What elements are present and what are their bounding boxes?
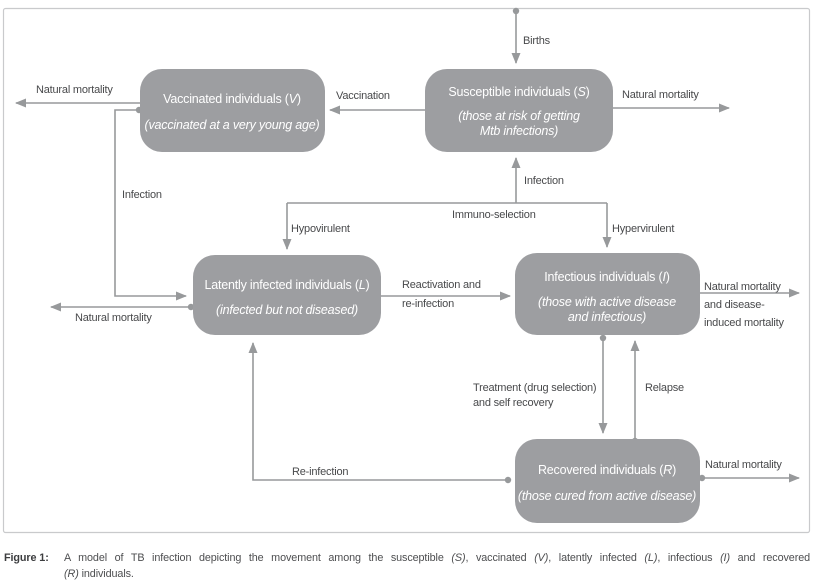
treatment-label-2: and self recovery — [473, 397, 554, 409]
caption-text-part: (R) — [64, 567, 79, 580]
l-natural-mortality-label: Natural mortality — [75, 312, 152, 324]
caption-text-part: (V) — [534, 552, 549, 564]
box-susceptible-subtitle-2: Mtb infections) — [480, 124, 558, 138]
treatment-origin-dot — [599, 334, 607, 342]
box-latent: Latently infected individuals (L) (infec… — [193, 255, 381, 335]
i-mortality-label-2: and disease- — [704, 299, 765, 311]
births-origin-dot — [512, 7, 520, 15]
figure-caption-text: A model of TB infection depicting the mo… — [64, 551, 810, 582]
box-susceptible-subtitle-1: (those at risk of getting — [458, 109, 580, 123]
caption-text-part: (L) — [644, 552, 658, 564]
i-mortality-label-3: induced mortality — [704, 317, 784, 329]
caption-text-part: (S) — [451, 552, 466, 564]
i-mortality-label-1: Natural mortality — [704, 281, 781, 293]
diagram-frame — [2, 7, 811, 534]
box-susceptible: Susceptible individuals (S) (those at ri… — [425, 69, 613, 152]
box-susceptible-shape — [425, 69, 613, 152]
figure-caption-number: Figure 1: — [4, 552, 49, 564]
hypervirulent-label: Hypervirulent — [612, 223, 674, 235]
r-natural-mortality-label: Natural mortality — [705, 459, 782, 471]
births-label: Births — [523, 35, 551, 47]
caption-text-part: (I) — [720, 552, 730, 564]
s-infection-label: Infection — [524, 175, 564, 187]
reactivation-label-1: Reactivation and — [402, 279, 481, 291]
v-natural-mortality-label: Natural mortality — [36, 84, 113, 96]
caption-text-part: A model of TB infection depicting the mo… — [64, 552, 452, 564]
box-latent-title: Latently infected individuals (L) — [204, 278, 369, 292]
box-latent-shape — [193, 255, 381, 335]
box-vaccinated: Vaccinated individuals (V) (vaccinated a… — [140, 69, 325, 152]
box-recovered: Recovered individuals (R) (those cured f… — [515, 439, 700, 523]
vaccination-label: Vaccination — [336, 90, 390, 102]
box-infectious-shape — [515, 253, 700, 335]
relapse-label: Relapse — [645, 382, 684, 394]
caption-text-part: individuals. — [78, 567, 134, 580]
caption-text-part: , infectious — [657, 552, 721, 564]
r-natural-mortality-origin-dot — [698, 474, 706, 482]
box-infectious-subtitle-1: (those with active disease — [538, 295, 676, 309]
re-infection-label: Re-infection — [292, 466, 348, 478]
re-infection-origin-dot — [504, 476, 512, 484]
immuno-selection-label: Immuno-selection — [452, 209, 536, 221]
box-vaccinated-shape — [140, 69, 325, 152]
re-infection-arrow — [248, 342, 506, 481]
flow-diagram: Vaccinated individuals (V) (vaccinated a… — [2, 7, 811, 534]
caption-text-part: , vaccinated — [465, 552, 535, 564]
box-latent-subtitle: (infected but not diseased) — [216, 303, 358, 317]
v-infection-label: Infection — [122, 189, 162, 201]
box-infectious-title: Infectious individuals (I) — [544, 270, 669, 284]
figure-caption-line2: (R) individuals. — [64, 567, 810, 583]
box-vaccinated-title: Vaccinated individuals (V) — [163, 92, 301, 106]
box-recovered-subtitle: (those cured from active disease) — [518, 489, 696, 503]
reactivation-label-2: re-infection — [402, 298, 454, 310]
figure-caption: Figure 1: A model of TB infection depict… — [4, 551, 812, 582]
hypovirulent-label: Hypovirulent — [291, 223, 350, 235]
box-vaccinated-subtitle: (vaccinated at a very young age) — [145, 118, 320, 132]
box-infectious: Infectious individuals (I) (those with a… — [515, 253, 700, 335]
caption-text-part: , latently infected — [548, 552, 645, 564]
s-natural-mortality-label: Natural mortality — [622, 89, 699, 101]
box-recovered-title: Recovered individuals (R) — [538, 463, 676, 477]
v-infection-arrow — [114, 109, 187, 301]
caption-text-part: and recovered — [729, 552, 811, 564]
treatment-label-1: Treatment (drug selection) — [473, 382, 596, 394]
box-susceptible-title: Susceptible individuals (S) — [448, 85, 589, 99]
box-recovered-shape — [515, 439, 700, 523]
figure-caption-line1: A model of TB infection depicting the mo… — [64, 551, 810, 567]
box-infectious-subtitle-2: and infectious) — [568, 310, 646, 324]
